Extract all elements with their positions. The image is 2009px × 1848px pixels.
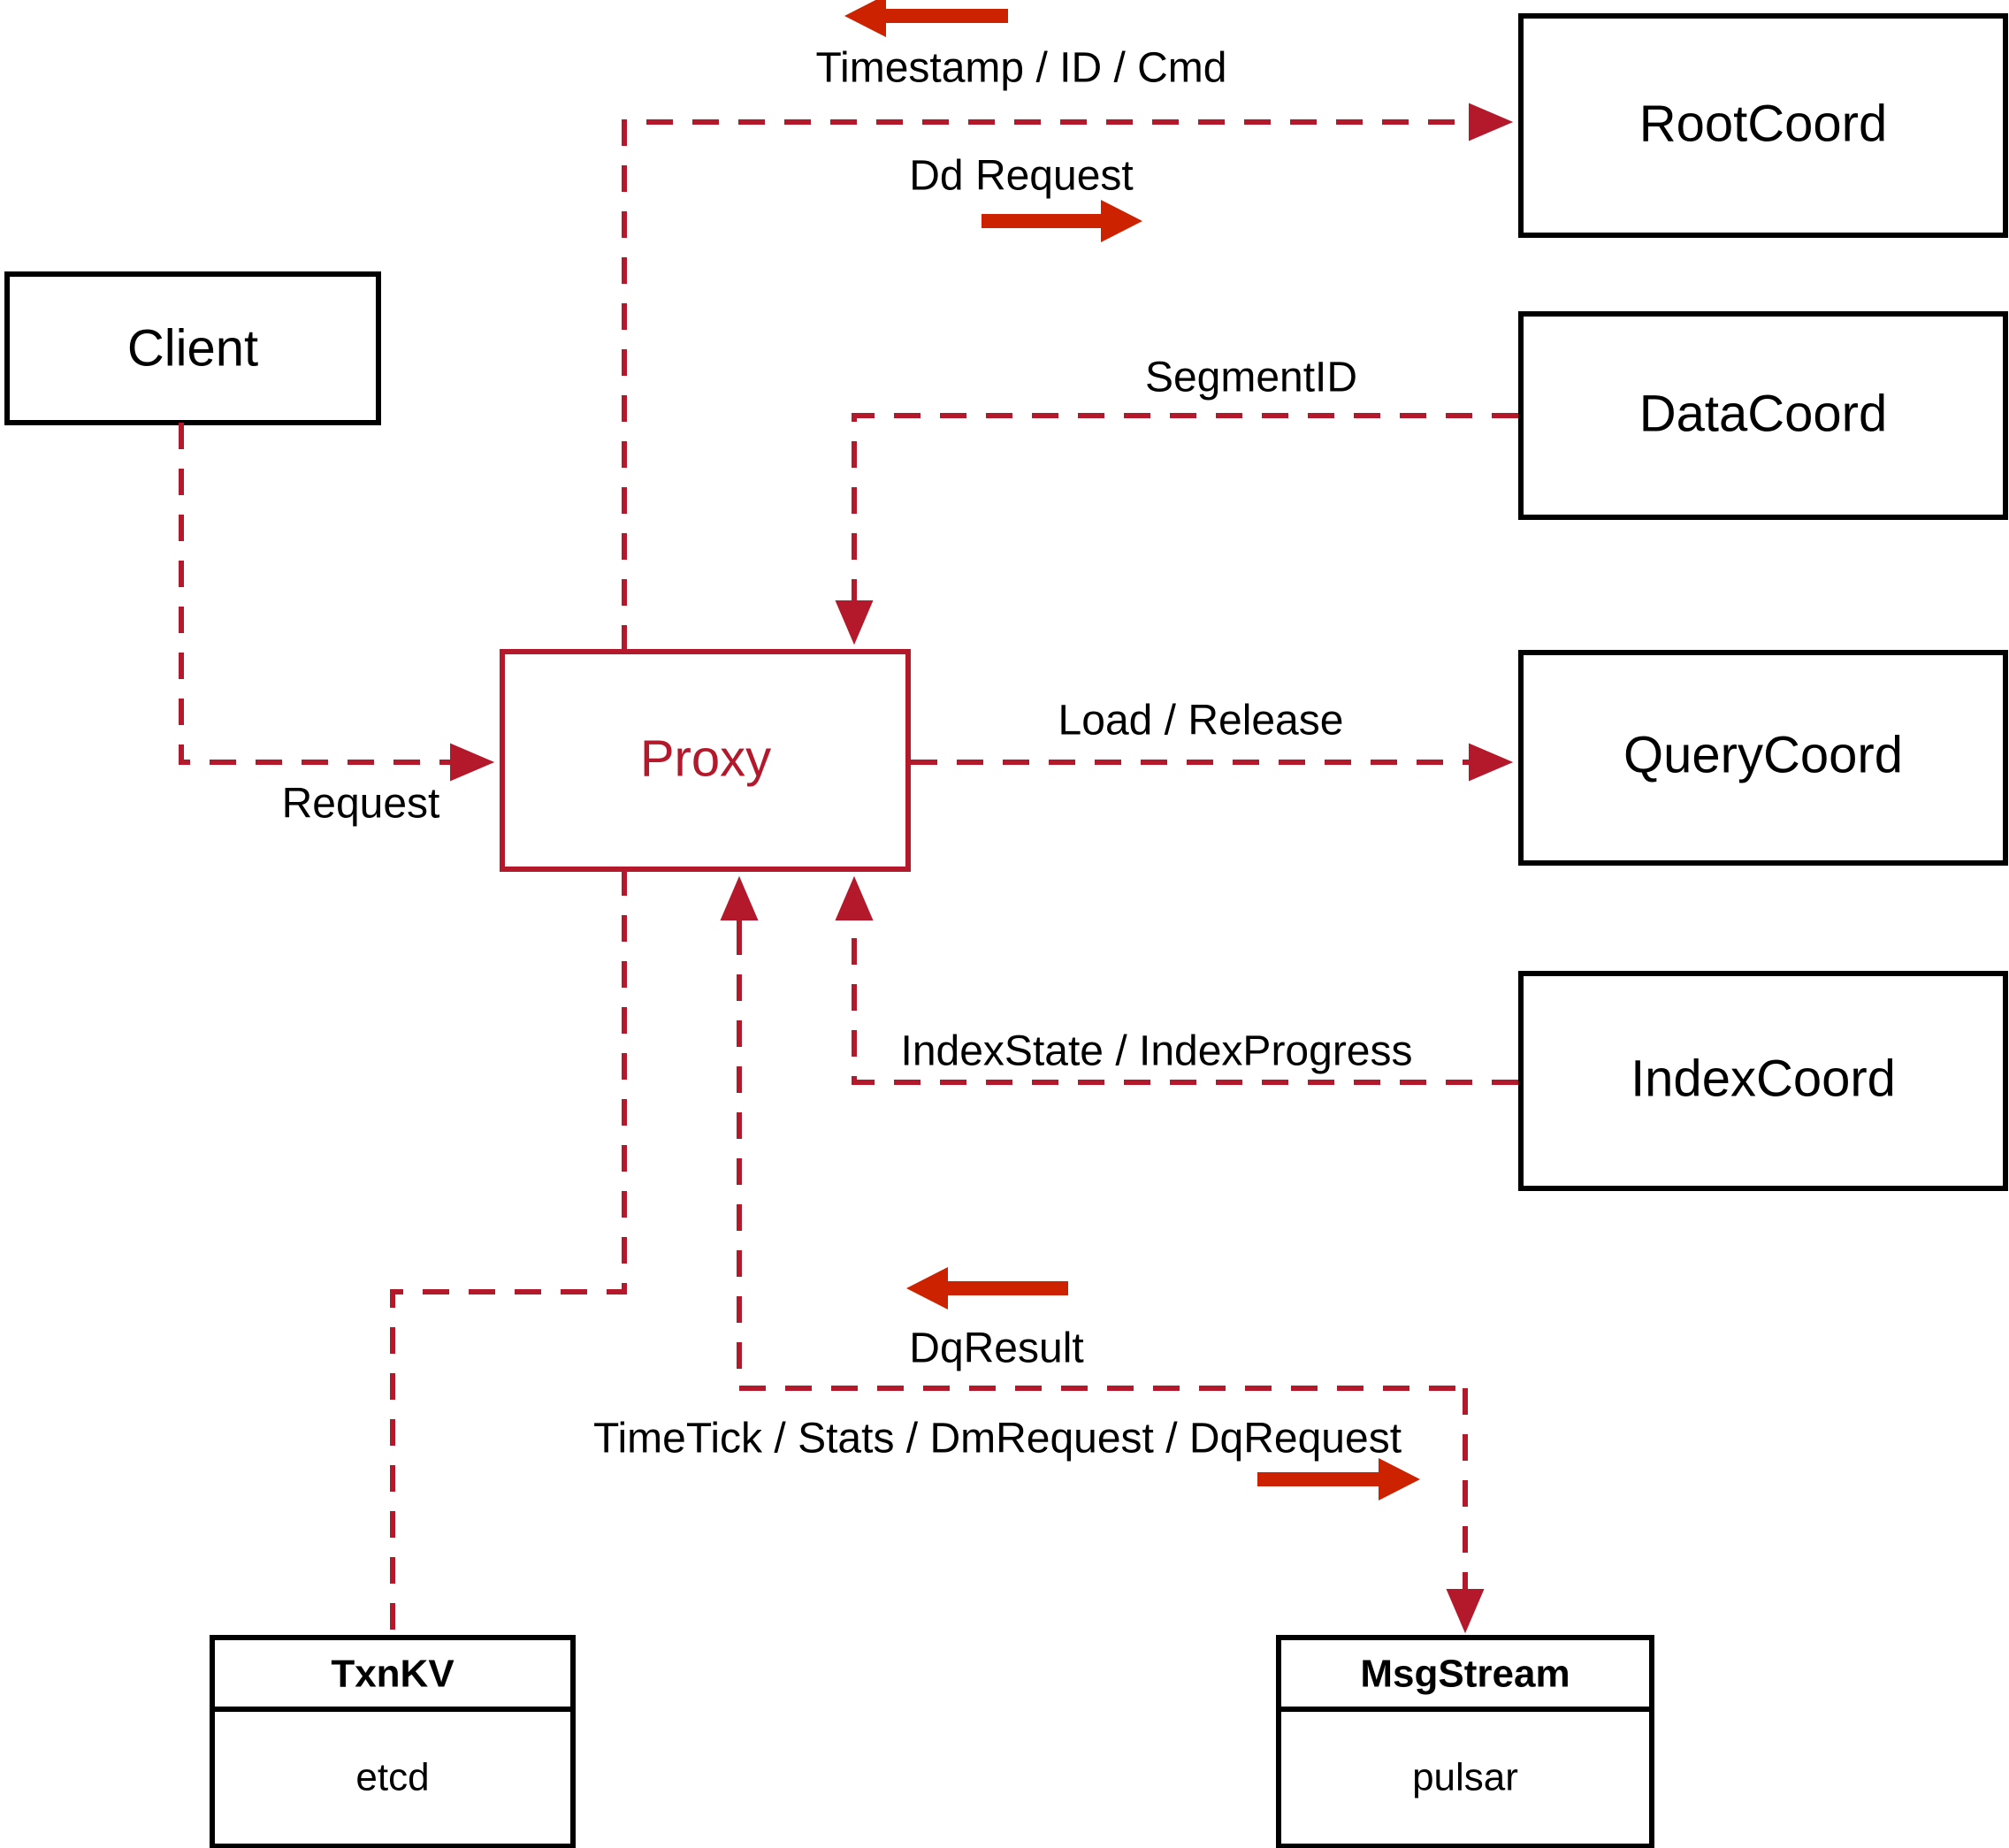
edge-indexcoord-to-proxy [835, 875, 1518, 1085]
edge-proxy-to-rootcoord [622, 103, 1514, 652]
node-txnkv[interactable]: TxnKV etcd [210, 1635, 576, 1848]
msgstream-box [1276, 1635, 1654, 1848]
txnkv-value: etcd [355, 1756, 429, 1799]
rootcoord-label: RootCoord [1639, 95, 1887, 152]
edge-label-timetick: TimeTick / Stats / DmRequest / DqRequest [593, 1416, 1402, 1462]
edge-proxy-to-txnkv [390, 869, 627, 1634]
edge-label-dqresult: DqResult [909, 1325, 1083, 1372]
direction-arrow-timestamp [844, 0, 1008, 37]
datacoord-box [1518, 311, 2008, 520]
indexcoord-box [1518, 971, 2008, 1191]
msgstream-title: MsgStream [1360, 1653, 1570, 1696]
node-querycoord[interactable]: QueryCoord [1518, 650, 2008, 866]
datacoord-label: DataCoord [1639, 385, 1887, 442]
node-indexcoord[interactable]: IndexCoord [1518, 971, 2008, 1191]
edge-label-load-release: Load / Release [1058, 698, 1344, 745]
client-box [4, 271, 381, 425]
direction-arrow-dqresult [906, 1267, 1068, 1310]
direction-arrow-timetick [1257, 1458, 1420, 1501]
edge-label-ddrequest: Dd Request [909, 153, 1133, 200]
indexcoord-label: IndexCoord [1631, 1050, 1896, 1107]
querycoord-box [1518, 650, 2008, 866]
edge-client-to-proxy [179, 423, 495, 782]
node-msgstream[interactable]: MsgStream pulsar [1276, 1635, 1654, 1848]
edge-label-timestamp: Timestamp / ID / Cmd [816, 45, 1227, 92]
msgstream-value: pulsar [1412, 1756, 1518, 1799]
querycoord-label: QueryCoord [1623, 726, 1903, 783]
node-proxy[interactable]: Proxy [500, 649, 911, 872]
edge-datacoord-to-proxy [835, 413, 1518, 645]
node-client[interactable]: Client [4, 271, 381, 425]
txnkv-title: TxnKV [331, 1653, 455, 1696]
node-datacoord[interactable]: DataCoord [1518, 311, 2008, 520]
proxy-label: Proxy [640, 729, 771, 787]
direction-arrow-ddrequest [982, 200, 1142, 242]
node-rootcoord[interactable]: RootCoord [1518, 13, 2008, 238]
edge-label-request: Request [282, 781, 440, 828]
txnkv-box [210, 1635, 576, 1848]
edge-label-indexstate: IndexState / IndexProgress [901, 1028, 1413, 1075]
edge-label-segmentid: SegmentID [1145, 355, 1357, 401]
edge-msgstream-bus-in [737, 882, 1465, 1391]
proxy-box [500, 649, 911, 872]
client-label: Client [127, 319, 258, 377]
rootcoord-box [1518, 13, 2008, 238]
